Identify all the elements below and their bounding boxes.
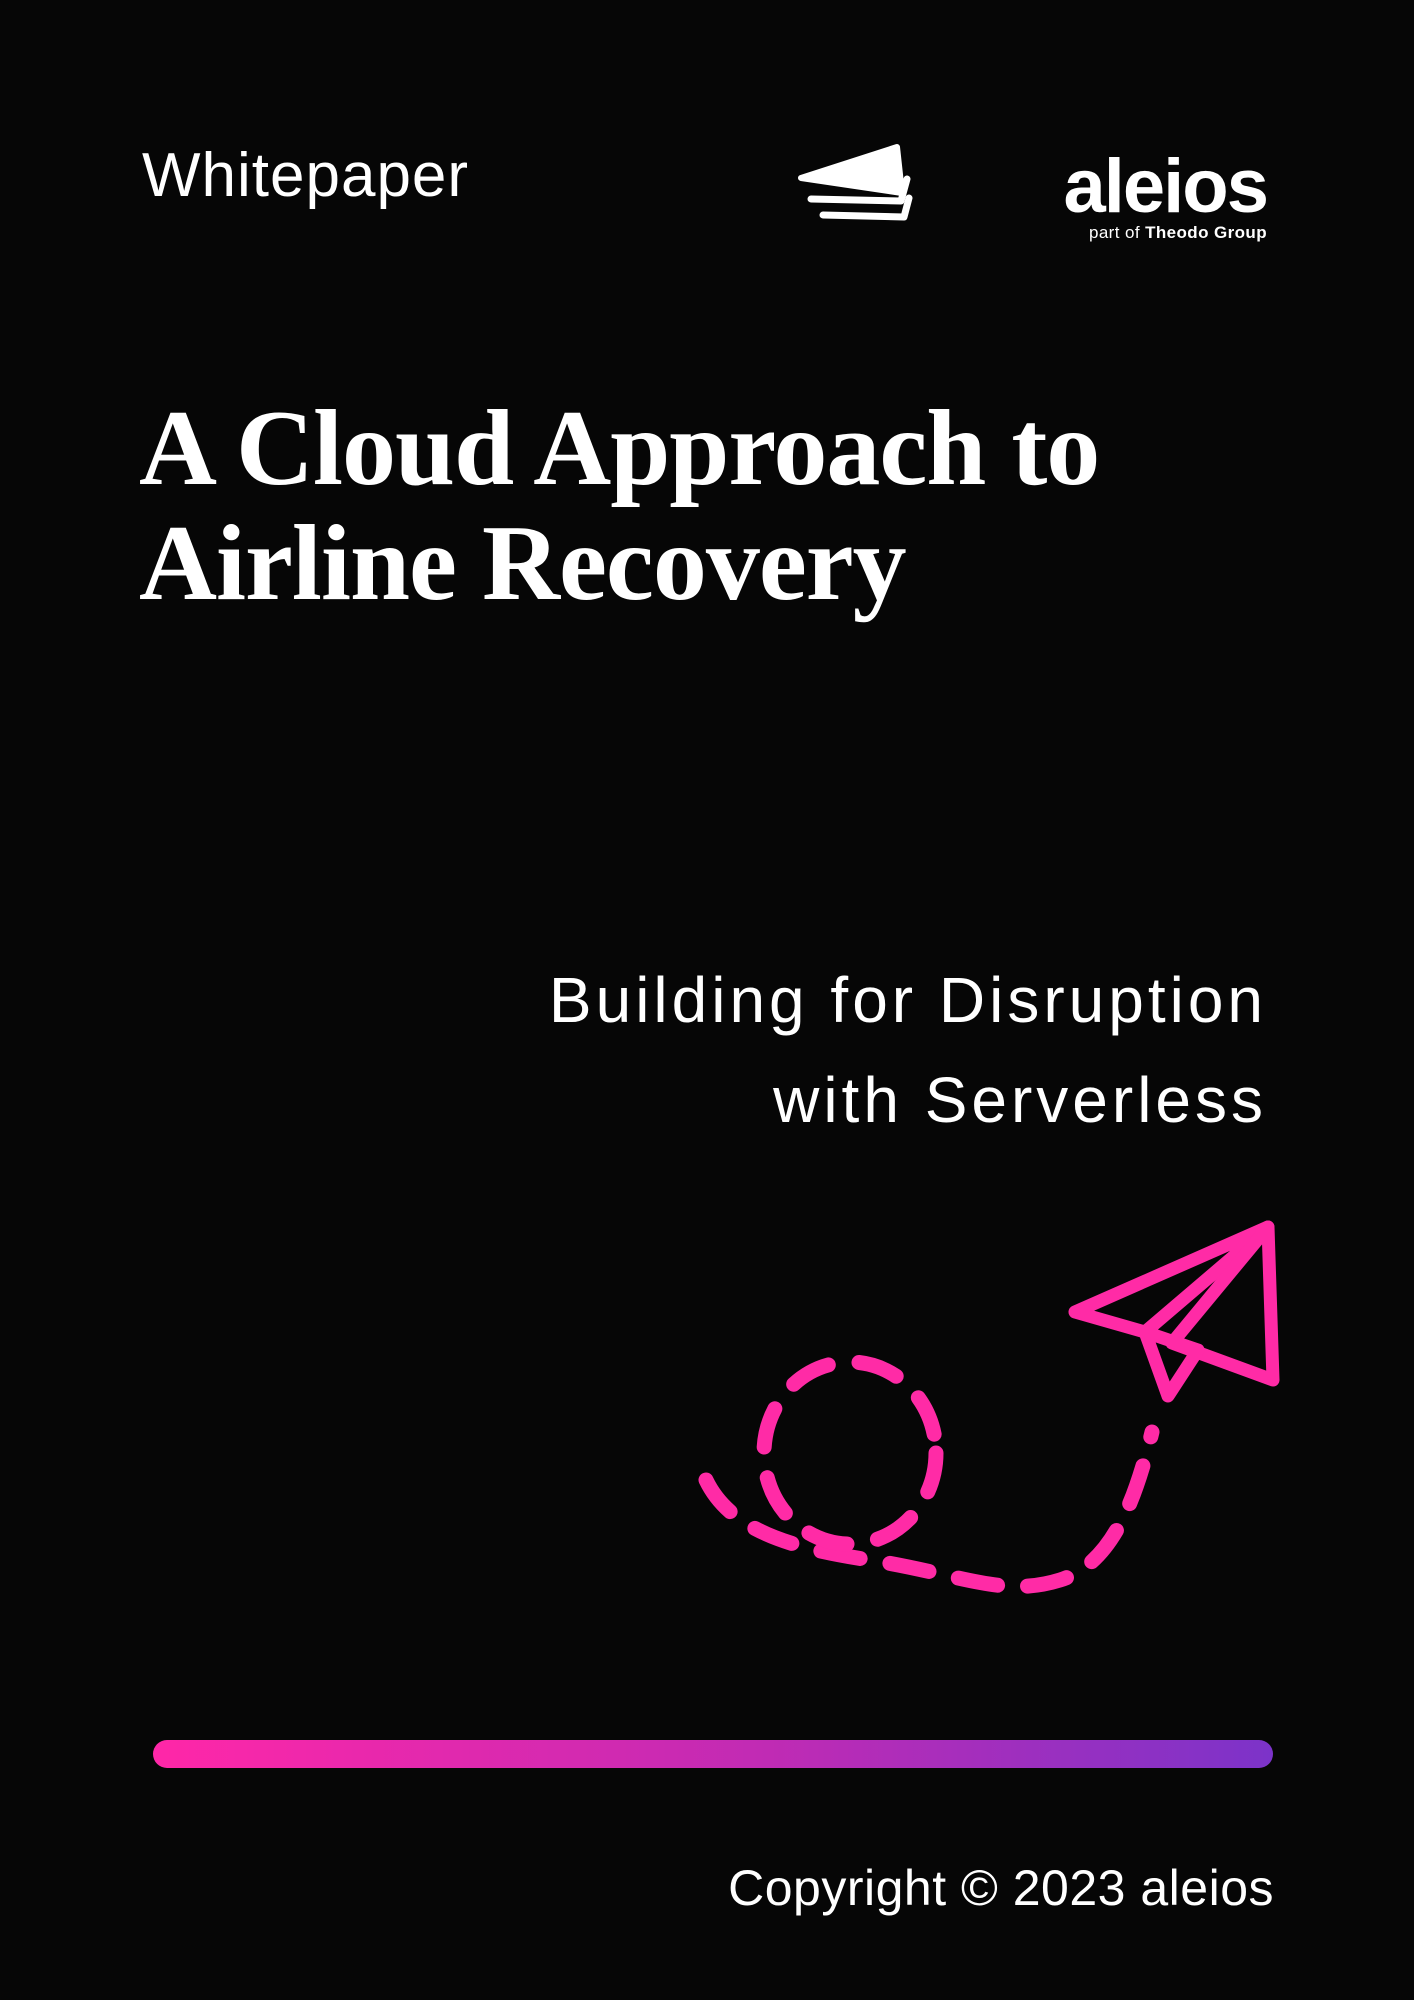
brand-tagline: part of Theodo Group: [1089, 223, 1267, 243]
page-title: A Cloud Approach to Airline Recovery: [139, 389, 1100, 623]
gradient-divider: [153, 1740, 1273, 1768]
copyright-text: Copyright © 2023 aleios: [728, 1860, 1274, 1916]
paper-plane-icon: [1068, 1220, 1280, 1403]
flight-path: [698, 1424, 1160, 1594]
page-subtitle: Building for Disruption with Serverless: [549, 950, 1267, 1150]
stacked-papers-icon: [798, 144, 913, 221]
tagline-prefix: part of: [1088, 223, 1146, 242]
tagline-group: Theodo Group: [1145, 223, 1267, 242]
subtitle-line-1: Building for Disruption: [548, 964, 1267, 1036]
paper-plane-illustration: [698, 1220, 1280, 1594]
brand-name: aleios: [1063, 144, 1269, 229]
doc-type-label: Whitepaper: [142, 141, 470, 210]
flight-loop: [756, 1354, 944, 1552]
title-line-2: Airline Recovery: [139, 504, 907, 623]
subtitle-line-2: with Serverless: [773, 1064, 1267, 1136]
title-line-1: A Cloud Approach to: [139, 389, 1100, 508]
